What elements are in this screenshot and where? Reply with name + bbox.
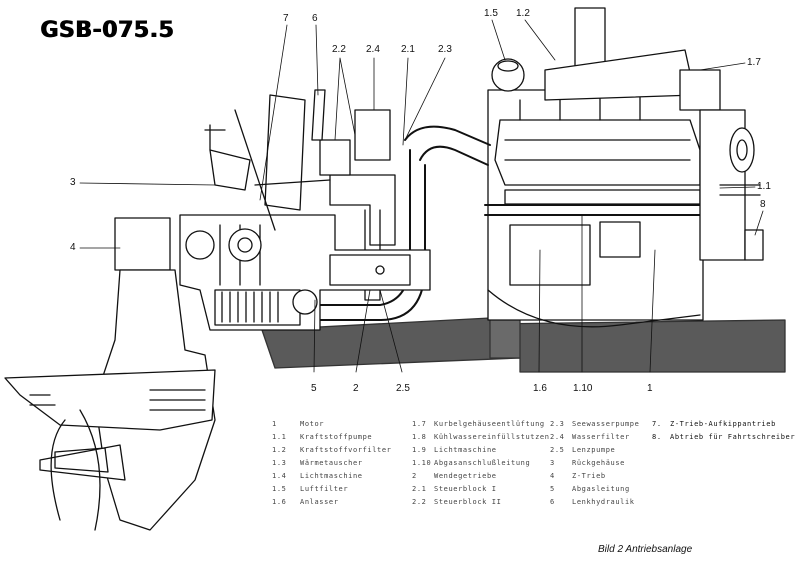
legend-number: 1.9 bbox=[412, 446, 427, 454]
callout-label: 2.4 bbox=[366, 44, 380, 55]
z-drive-leg bbox=[4, 217, 216, 531]
legend-text: Seewasserpumpe bbox=[572, 420, 640, 428]
callout-label: 1 bbox=[647, 383, 653, 394]
legend-number: 3 bbox=[550, 459, 555, 467]
legend-text: Lenkhydraulik bbox=[572, 498, 635, 506]
legend-text: Wärmetauscher bbox=[300, 459, 363, 467]
callout-label: 2.5 bbox=[396, 383, 410, 394]
engine-block bbox=[484, 7, 764, 328]
legend-number: 1.2 bbox=[272, 446, 287, 454]
drawing-title: GSB-075.5 bbox=[40, 18, 174, 43]
callout-label: 1.10 bbox=[573, 383, 593, 394]
legend-number: 1.7 bbox=[412, 420, 427, 428]
legend-text: Kraftstoffvorfilter bbox=[300, 446, 392, 454]
legend-text: Z-Trieb-Aufkippantrieb bbox=[670, 420, 776, 428]
legend-number: 2.2 bbox=[412, 498, 427, 506]
legend-number: 1.4 bbox=[272, 472, 287, 480]
steering-linkage bbox=[204, 89, 331, 231]
legend-number: 1.3 bbox=[272, 459, 287, 467]
callout-label: 1.5 bbox=[484, 8, 498, 19]
legend-text: Steuerblock I bbox=[434, 485, 497, 493]
legend-text: Kühlwassereinfüllstutzen bbox=[434, 433, 550, 441]
gearbox bbox=[179, 214, 431, 331]
callout-label: 1.2 bbox=[516, 8, 530, 19]
legend-number: 8. bbox=[652, 433, 662, 441]
legend-text: Abtrieb für Fahrtschreiber bbox=[670, 433, 796, 441]
legend-number: 2.5 bbox=[550, 446, 565, 454]
callout-label: 2.2 bbox=[332, 44, 346, 55]
legend-number: 2.4 bbox=[550, 433, 565, 441]
legend-number: 2 bbox=[412, 472, 417, 480]
legend-text: Lichtmaschine bbox=[300, 472, 363, 480]
legend-text: Steuerblock II bbox=[434, 498, 502, 506]
legend-text: Lichtmaschine bbox=[434, 446, 497, 454]
legend-text: Lenzpumpe bbox=[572, 446, 616, 454]
callout-label: 5 bbox=[311, 383, 317, 394]
callout-label: 4 bbox=[70, 242, 76, 253]
legend-text: Anlasser bbox=[300, 498, 339, 506]
legend-number: 1.10 bbox=[412, 459, 432, 467]
legend-number: 5 bbox=[550, 485, 555, 493]
legend-text: Motor bbox=[300, 420, 325, 428]
callout-label: 8 bbox=[760, 199, 766, 210]
callout-label: 1.1 bbox=[757, 181, 771, 192]
legend-number: 1.1 bbox=[272, 433, 287, 441]
callout-label: 2.3 bbox=[438, 44, 452, 55]
legend-text: Z-Trieb bbox=[572, 472, 606, 480]
legend-text: Luftfilter bbox=[300, 485, 349, 493]
legend-number: 2.1 bbox=[412, 485, 427, 493]
legend-number: 6 bbox=[550, 498, 555, 506]
callout-label: 1.7 bbox=[747, 57, 761, 68]
callout-label: 1.6 bbox=[533, 383, 547, 394]
callout-label: 2.1 bbox=[401, 44, 415, 55]
legend-text: Wendegetriebe bbox=[434, 472, 497, 480]
exhaust-piping bbox=[319, 109, 491, 321]
legend-number: 1.6 bbox=[272, 498, 287, 506]
legend-number: 4 bbox=[550, 472, 555, 480]
legend-number: 1.8 bbox=[412, 433, 427, 441]
figure-caption: Bild 2 Antriebsanlage bbox=[598, 544, 693, 555]
leader-lines bbox=[79, 19, 764, 373]
legend-number: 2.3 bbox=[550, 420, 565, 428]
legend-number: 7. bbox=[652, 420, 662, 428]
callout-label: 2 bbox=[353, 383, 359, 394]
legend-text: Wasserfilter bbox=[572, 433, 630, 441]
legend-text: Abgasanschlußleitung bbox=[434, 459, 531, 467]
callout-label: 7 bbox=[283, 13, 289, 24]
mounting-base bbox=[261, 317, 786, 373]
callout-label: 6 bbox=[312, 13, 318, 24]
legend-text: Kraftstoffpumpe bbox=[300, 433, 373, 441]
legend-text: Abgasleitung bbox=[572, 485, 630, 493]
legend-number: 1.5 bbox=[272, 485, 287, 493]
legend-number: 1 bbox=[272, 420, 277, 428]
legend-text: Kurbelgehäuseentlüftung bbox=[434, 420, 545, 428]
legend-text: Rückgehäuse bbox=[572, 459, 625, 467]
callout-label: 3 bbox=[70, 177, 76, 188]
